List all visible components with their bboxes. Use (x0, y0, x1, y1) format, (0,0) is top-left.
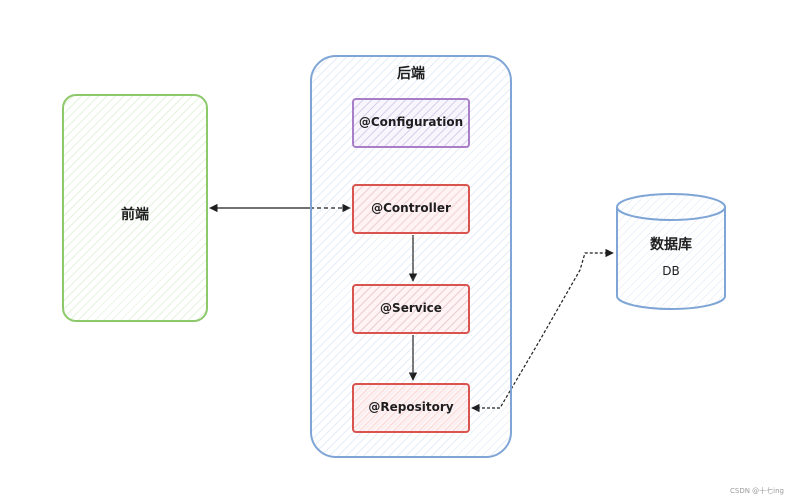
configuration-box: @Configuration (352, 98, 470, 148)
controller-box: @Controller (352, 184, 470, 234)
frontend-box: 前端 (62, 94, 208, 322)
repository-label: @Repository (368, 400, 454, 414)
service-box: @Service (352, 284, 470, 334)
service-label: @Service (380, 301, 442, 315)
configuration-label: @Configuration (358, 115, 464, 129)
frontend-label: 前端 (121, 207, 149, 223)
backend-label: 后端 (397, 66, 425, 82)
controller-label: @Controller (371, 201, 451, 215)
database-label: 数据库 (650, 237, 692, 253)
watermark: CSDN @十七ing (729, 487, 784, 495)
repository-box: @Repository (352, 383, 470, 433)
repository-database-arrow (471, 248, 614, 413)
database-cylinder (616, 193, 726, 310)
database-sublabel: DB (662, 264, 680, 278)
